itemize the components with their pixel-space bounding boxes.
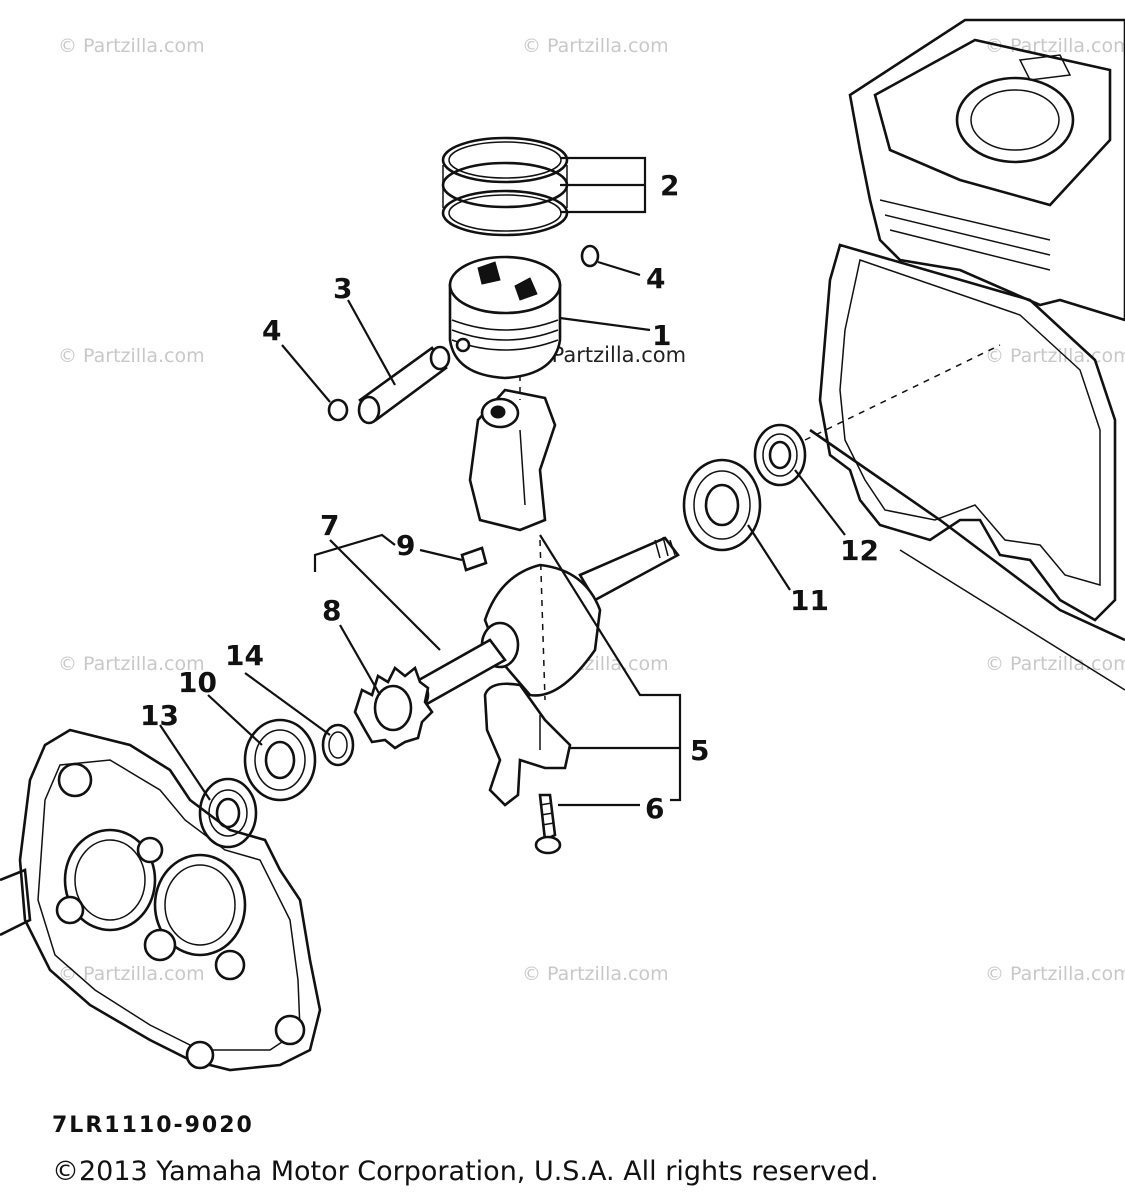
watermark: © Partzilla.com: [58, 963, 205, 985]
oil-seal-left: [198, 777, 258, 849]
watermark: © Partzilla.com: [522, 963, 669, 985]
diagram-part-code: 7LR1110-9020: [52, 1113, 254, 1138]
connecting-rod: [468, 388, 557, 532]
callout-3: 3: [333, 272, 352, 305]
piston-rings: [441, 136, 569, 237]
rod-bolt: [534, 793, 562, 855]
callout-4-right: 4: [646, 262, 665, 295]
oil-seal-right: [753, 423, 807, 487]
crankshaft: [406, 536, 680, 709]
watermark: © Partzilla.com: [58, 35, 205, 57]
copyright-notice: ©2013 Yamaha Motor Corporation, U.S.A. A…: [52, 1156, 879, 1187]
callout-5: 5: [690, 734, 709, 767]
watermark: © Partzilla.com: [985, 653, 1125, 675]
callout-10: 10: [178, 666, 217, 699]
callout-13: 13: [140, 699, 179, 732]
callout-2: 2: [660, 169, 679, 202]
leader-lines: [159, 156, 1001, 807]
callout-12: 12: [840, 534, 879, 567]
watermark: © Partzilla.com: [985, 35, 1125, 57]
callout-9: 9: [396, 529, 415, 562]
callout-7: 7: [320, 509, 339, 542]
piston: [448, 255, 562, 380]
watermark: © Partzilla.com: [58, 345, 205, 367]
crankcase-right: [809, 243, 1125, 691]
bearing-left: [243, 718, 317, 802]
watermark: © Partzilla.com: [522, 35, 669, 57]
circlip: [327, 244, 600, 422]
shim: [321, 723, 355, 767]
cylinder-block: [848, 18, 1125, 322]
bearing-right: [682, 458, 762, 552]
callout-1: 1: [652, 319, 671, 352]
watermark: © Partzilla.com: [985, 345, 1125, 367]
callout-14: 14: [225, 639, 264, 672]
callouts: 1 2 3 4 4 5 6 7 8 9 10 11 12 13 14: [140, 169, 879, 825]
callout-8: 8: [322, 594, 341, 627]
watermark: © Partzilla.com: [985, 963, 1125, 985]
crank-gear: [353, 665, 434, 750]
woodruff-key: [460, 546, 488, 572]
piston-pin: [357, 345, 451, 425]
watermark: © Partzilla.com: [58, 653, 205, 675]
crankcase-left: [0, 728, 322, 1072]
callout-4-left: 4: [262, 314, 281, 347]
callout-6: 6: [645, 792, 664, 825]
rod-cap: [483, 682, 572, 807]
callout-11: 11: [790, 584, 829, 617]
